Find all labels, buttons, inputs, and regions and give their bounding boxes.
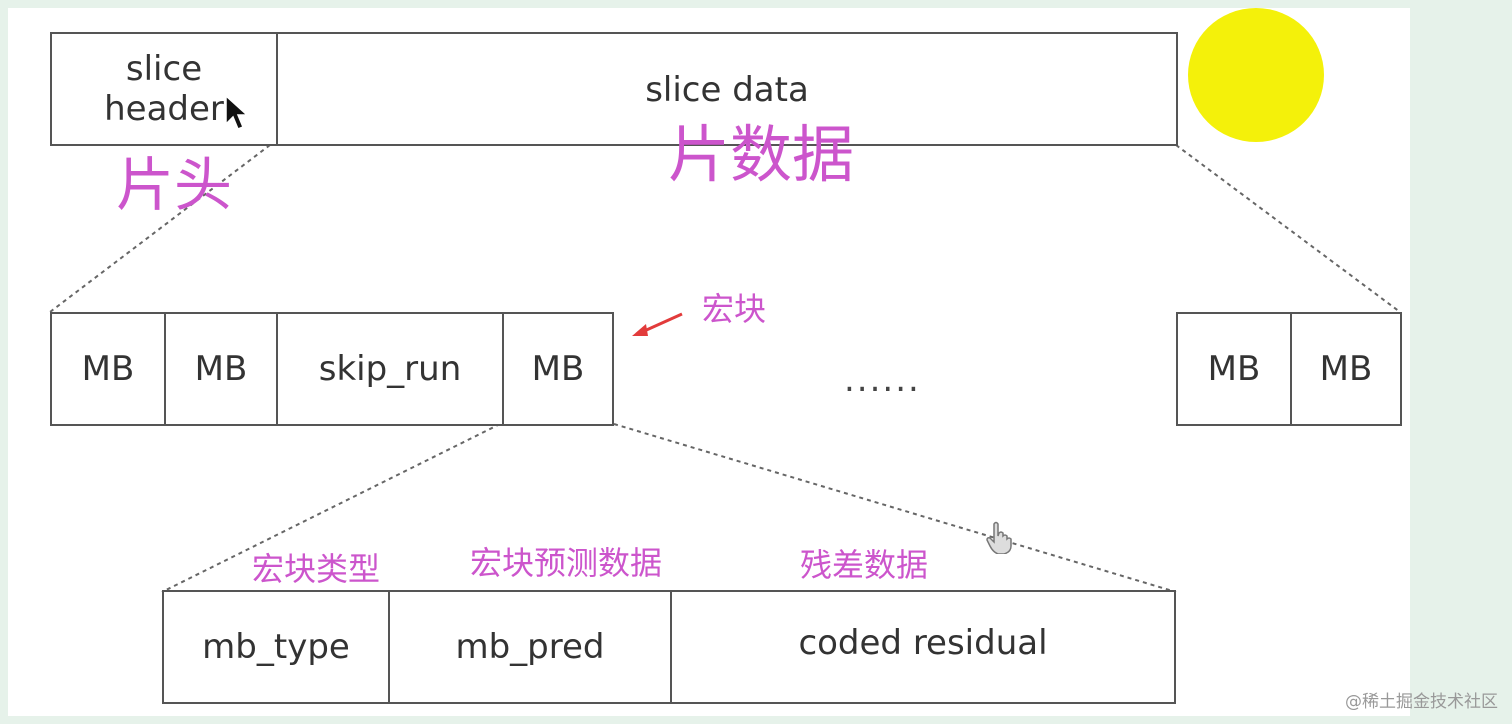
mb-cell: MB <box>164 314 276 424</box>
connector-mb-right <box>613 423 1177 593</box>
mb-row-left: MB MB skip_run MB <box>50 312 614 426</box>
highlight-circle <box>1188 8 1324 142</box>
slice-data-cn: 片数据 <box>668 118 855 191</box>
cursor-arrow-icon <box>225 94 248 130</box>
label-mb-type-cn: 宏块类型 <box>252 550 381 588</box>
mb-cell-highlighted: MB <box>502 314 612 424</box>
mb-cell: MB <box>1207 349 1261 389</box>
slice-header-cell: slice header <box>104 49 224 129</box>
mb-pred-cell: mb_pred <box>388 592 670 702</box>
ellipsis: ...... <box>844 360 921 400</box>
mb-detail-bar: mb_type mb_pred coded residual <box>162 590 1176 704</box>
hand-cursor-icon <box>986 521 1012 554</box>
skip-run-cell: skip_run <box>276 314 502 424</box>
slice-data-label: slice data <box>645 70 809 110</box>
slice-bar: slice header slice data <box>50 32 1178 146</box>
label-residual-cn: 残差数据 <box>800 546 929 584</box>
annotation-arrow <box>632 312 683 336</box>
mb-cell: MB <box>1290 314 1400 424</box>
slice-data-cell: slice data <box>276 34 1176 144</box>
label-mb-pred-cn: 宏块预测数据 <box>470 544 663 582</box>
watermark: @稀土掘金技术社区 <box>1345 692 1498 712</box>
macroblock-annotation: 宏块 <box>702 290 767 328</box>
connector-header-left <box>49 144 271 313</box>
connector-data-right <box>1175 144 1401 313</box>
connector-mb-left <box>161 423 501 593</box>
mb-row-right: MB MB <box>1176 312 1402 426</box>
coded-residual-cell: coded residual <box>670 592 1174 702</box>
mb-cell: MB <box>81 349 135 389</box>
slice-header-cn: 片头 <box>116 151 233 219</box>
mb-type-cell: mb_type <box>202 627 350 667</box>
